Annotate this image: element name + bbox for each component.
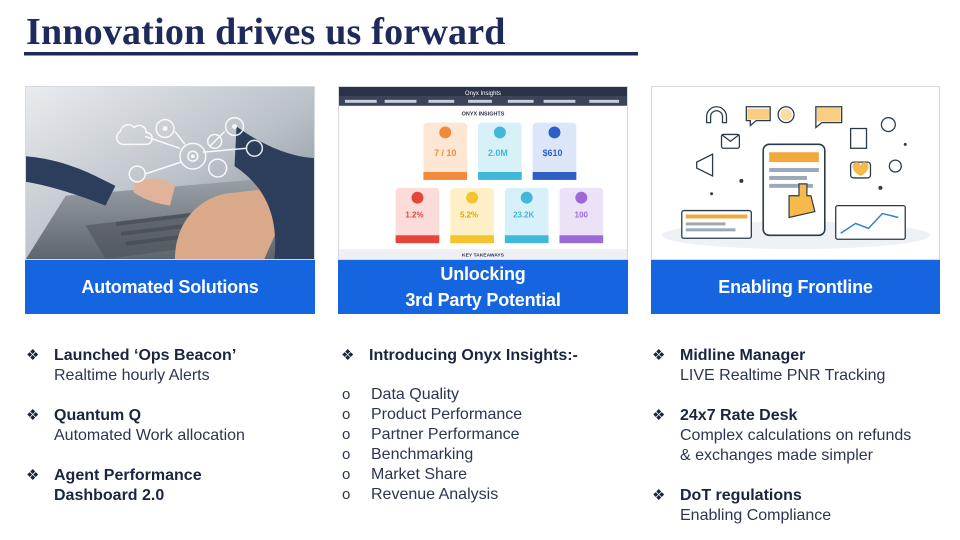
feature-label: Partner Performance [371,426,520,443]
list-item: o Benchmarking [340,445,640,465]
frontline-illustration-image [651,86,940,260]
circle-bullet-icon: o [342,466,351,483]
banner-line2: 3rd Party Potential [405,290,561,310]
circle-bullet-icon: o [342,486,351,503]
mock-cards-row1: 7 / 10 2.0M $610 [423,122,577,180]
banner-automated-solutions: Automated Solutions [25,260,315,314]
feature-label: Benchmarking [371,446,474,463]
mock-card-value: $610 [543,148,563,158]
mock-card-value: 1.2% [405,210,423,219]
mock-card-value: 5.2% [460,210,478,219]
item-heading: Introducing Onyx Insights:- [369,347,578,364]
diamond-bullet-icon: ❖ [341,347,355,364]
circle-bullet-icon: o [342,386,351,403]
item-detail: LIVE Realtime PNR Tracking [680,367,886,384]
item-detail: Complex calculations on refunds [680,427,912,444]
item-heading: Midline Manager [680,347,806,364]
mock-card-value: 2.0M [488,148,508,158]
mock-card-value: 100 [575,210,589,219]
item-heading: 24x7 Rate Desk [680,407,798,424]
list-item: o Market Share [340,465,640,485]
diamond-bullet-icon: ❖ [26,347,40,364]
item-heading: Agent Performance [54,467,202,484]
mock-app-title: Onyx Insights [465,91,501,97]
item-heading: DoT regulations [680,487,802,504]
banner-line1: Unlocking [440,264,526,284]
banner-third-party: Unlocking 3rd Party Potential [338,260,628,314]
panel-third-party: Onyx Insights ONYX INSIGHTS 7 / 10 2.0M [338,86,628,314]
page-title: Innovation drives us forward [26,11,506,53]
list-item: ❖ Introducing Onyx Insights:- [340,346,640,366]
column-automated-list: ❖ Launched ‘Ops Beacon’ Realtime hourly … [25,346,325,526]
banner-enabling-frontline: Enabling Frontline [651,260,940,314]
panel-automated-solutions: Automated Solutions [25,86,315,314]
list-item: o Revenue Analysis [340,485,640,505]
item-heading: Launched ‘Ops Beacon’ [54,347,237,364]
feature-label: Data Quality [371,386,460,403]
item-detail-line2: & exchanges made simpler [680,447,873,464]
item-detail: Enabling Compliance [680,507,832,524]
list-item: ❖ Launched ‘Ops Beacon’ Realtime hourly … [25,346,325,386]
list-item: ❖ 24x7 Rate Desk Complex calculations on… [651,406,951,466]
circle-bullet-icon: o [342,406,351,423]
mock-cards-row2: 1.2% 5.2% 23.2K 100 [395,187,604,244]
list-item: ❖ Agent Performance Dashboard 2.0 [25,466,325,506]
laptop-automation-image [25,86,315,260]
mock-brand: ONYX INSIGHTS [462,112,505,118]
item-detail: Realtime hourly Alerts [54,367,210,384]
list-item: ❖ Quantum Q Automated Work allocation [25,406,325,446]
feature-label: Market Share [371,466,468,483]
panel-enabling-frontline: Enabling Frontline [651,86,940,314]
circle-bullet-icon: o [342,426,351,443]
feature-label: Product Performance [371,406,523,423]
title-underline [24,52,638,55]
column-frontline-list: ❖ Midline Manager LIVE Realtime PNR Trac… [651,346,951,540]
item-heading: Quantum Q [54,407,142,424]
list-item: ❖ DoT regulations Enabling Compliance [651,486,951,526]
diamond-bullet-icon: ❖ [26,407,40,424]
list-item: ❖ Midline Manager LIVE Realtime PNR Trac… [651,346,951,386]
diamond-bullet-icon: ❖ [652,347,666,364]
diamond-bullet-icon: ❖ [26,467,40,484]
onyx-insights-dashboard-image: Onyx Insights ONYX INSIGHTS 7 / 10 2.0M [338,86,628,260]
list-item: o Data Quality [340,385,640,405]
diamond-bullet-icon: ❖ [652,487,666,504]
circle-bullet-icon: o [342,446,351,463]
mock-card-value: 23.2K [513,210,534,219]
list-item: o Partner Performance [340,425,640,445]
mock-card-value: 7 / 10 [434,148,456,158]
mock-footer: KEY TAKEAWAYS [462,253,505,259]
list-item: o Product Performance [340,405,640,425]
diamond-bullet-icon: ❖ [652,407,666,424]
feature-label: Revenue Analysis [371,486,499,503]
item-heading-line2: Dashboard 2.0 [54,487,165,504]
item-detail: Automated Work allocation [54,427,245,444]
column-onyx-list: ❖ Introducing Onyx Insights:- o Data Qual… [340,346,640,505]
